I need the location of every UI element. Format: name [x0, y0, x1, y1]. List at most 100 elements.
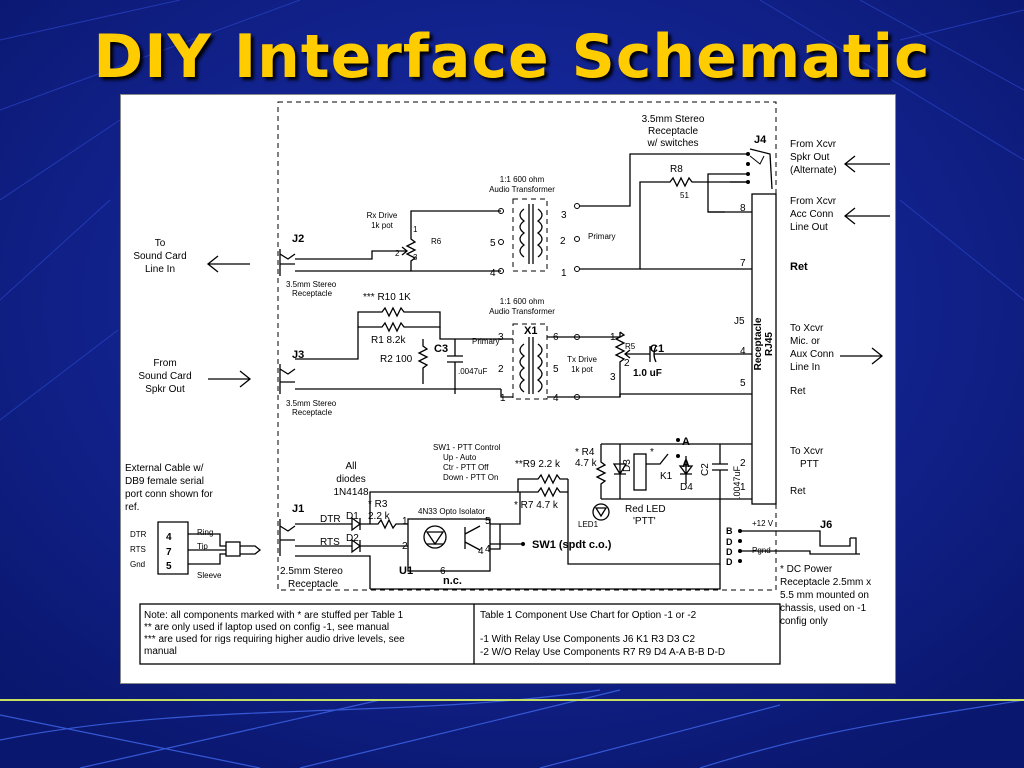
svg-text:6: 6	[440, 566, 446, 577]
svg-text:From Xcvr: From Xcvr	[790, 139, 837, 150]
svg-text:7: 7	[166, 547, 172, 558]
svg-text:2: 2	[395, 249, 400, 258]
svg-text:Receptacle: Receptacle	[288, 579, 338, 590]
svg-text:Rx Drive: Rx Drive	[367, 211, 398, 220]
svg-text:4: 4	[740, 346, 746, 357]
svg-text:w/ switches: w/ switches	[646, 138, 698, 149]
svg-text:*: *	[650, 447, 654, 458]
svg-text:D3: D3	[622, 459, 633, 472]
svg-text:1:1 600 ohm: 1:1 600 ohm	[500, 175, 545, 184]
svg-text:+12 V: +12 V	[752, 519, 774, 528]
resistor-r8: R8 51	[655, 164, 748, 200]
all-diodes-note: All diodes 1N4148	[333, 461, 368, 498]
resistor-r3: * R3 2.2 k	[368, 499, 408, 530]
svg-text:Receptacle: Receptacle	[292, 289, 333, 298]
svg-text:4N33 Opto Isolator: 4N33 Opto Isolator	[418, 507, 485, 516]
j6-dc-jack: J6 +12 V Pgnd	[740, 519, 860, 555]
svg-text:Ring: Ring	[197, 528, 213, 537]
resistor-r4: * R4 4.7 k	[575, 444, 607, 499]
svg-text:J5: J5	[734, 316, 745, 327]
svg-text:4: 4	[485, 544, 491, 555]
j3-jack: J3 3.5mm Stereo Receptacle	[279, 349, 337, 417]
svg-text:SW1 - PTT Control: SW1 - PTT Control	[433, 443, 501, 452]
resistor-r1: R1 8.2k	[368, 321, 420, 346]
svg-text:4.7 k: 4.7 k	[575, 458, 598, 469]
svg-text:Spkr Out: Spkr Out	[790, 152, 830, 163]
svg-text:* R7 4.7 k: * R7 4.7 k	[514, 500, 559, 511]
svg-text:RTS: RTS	[320, 537, 340, 548]
svg-text:Line In: Line In	[790, 362, 820, 373]
capacitor-c2: C2 .0047uF	[700, 444, 742, 504]
svg-text:Line In: Line In	[145, 264, 175, 275]
svg-text:1: 1	[402, 516, 408, 527]
svg-text:D: D	[726, 537, 733, 547]
svg-text:Receptacle: Receptacle	[648, 126, 698, 137]
transformer-top: 1:1 600 ohm Audio Transformer 3 5 2 4 1 …	[489, 175, 615, 279]
j1-jack: J1 2.5mm Stereo Receptacle	[279, 503, 343, 590]
rj45-j5: RJ45 Receptacle J5	[734, 193, 777, 505]
svg-text:RTS: RTS	[130, 545, 146, 554]
svg-text:-2 W/O Relay Use Components: -2 W/O Relay Use Components R7 R9 D4 A-A…	[480, 647, 725, 658]
svg-text:Ret: Ret	[790, 386, 806, 397]
svg-text:1: 1	[561, 268, 567, 279]
svg-text:Up - Auto: Up - Auto	[443, 453, 477, 462]
svg-text:** are only used if laptop use: ** are only used if laptop used on confi…	[144, 622, 389, 633]
svg-text:* R4: * R4	[575, 447, 595, 458]
svg-text:2.2 k: 2.2 k	[368, 511, 391, 522]
svg-text:2.5mm Stereo: 2.5mm Stereo	[280, 566, 343, 577]
svg-text:2: 2	[740, 458, 746, 469]
svg-text:All: All	[345, 461, 356, 472]
svg-text:A: A	[682, 436, 690, 448]
j4-jack: 3.5mm Stereo Receptacle w/ switches J4	[642, 114, 773, 190]
resistor-r2: R2 100	[380, 339, 429, 384]
relay-k1: K1 *	[633, 447, 673, 491]
svg-text:D: D	[726, 557, 733, 567]
svg-text:J1: J1	[292, 503, 304, 515]
db9-connector: 4 7 5 DTR RTS Gnd	[130, 521, 189, 575]
svg-text:(Alternate): (Alternate)	[790, 165, 837, 176]
led1: LED1 Red LED 'PTT'	[578, 503, 666, 529]
svg-text:PTT: PTT	[800, 459, 819, 470]
resistor-r10: *** R10 1K	[363, 292, 420, 318]
svg-text:Ctr - PTT Off: Ctr - PTT Off	[443, 463, 489, 472]
svg-text:Note: all components marked wi: Note: all components marked with * are s…	[144, 610, 404, 621]
svg-text:Acc Conn: Acc Conn	[790, 209, 833, 220]
svg-text:.0047uF: .0047uF	[458, 367, 487, 376]
svg-text:R8: R8	[670, 164, 683, 175]
svg-text:Spkr Out: Spkr Out	[145, 384, 185, 395]
svg-text:K1: K1	[660, 471, 673, 482]
tx-drive-pot: Tx Drive 1k pot R5 1 2 3	[567, 331, 638, 384]
svg-text:Red LED: Red LED	[625, 504, 666, 515]
svg-text:To Xcvr: To Xcvr	[790, 323, 824, 334]
svg-text:From Xcvr: From Xcvr	[790, 196, 837, 207]
svg-text:X1: X1	[524, 325, 537, 337]
svg-text:DTR: DTR	[320, 514, 341, 525]
svg-text:Mic. or: Mic. or	[790, 336, 821, 347]
svg-text:J3: J3	[292, 349, 304, 361]
svg-text:Tip: Tip	[197, 542, 208, 551]
svg-text:Tx Drive: Tx Drive	[567, 355, 597, 364]
svg-text:Sleeve: Sleeve	[197, 571, 222, 580]
svg-text:J4: J4	[754, 134, 767, 146]
svg-text:To Xcvr: To Xcvr	[790, 446, 824, 457]
svg-text:1:1 600 ohm: 1:1 600 ohm	[500, 297, 545, 306]
diode-d1: D1	[346, 511, 370, 532]
svg-text:manual: manual	[144, 646, 177, 657]
svg-text:U1: U1	[399, 565, 413, 577]
svg-text:**R9 2.2 k: **R9 2.2 k	[515, 459, 561, 470]
svg-text:C3: C3	[434, 343, 448, 355]
svg-text:Aux Conn: Aux Conn	[790, 349, 834, 360]
svg-text:'PTT': 'PTT'	[633, 516, 656, 527]
svg-text:* R3: * R3	[368, 499, 388, 510]
switch-sw1: SW1 (spdt c.o.)	[490, 539, 612, 551]
svg-text:1.0 uF: 1.0 uF	[633, 368, 662, 379]
svg-text:Audio Transformer: Audio Transformer	[489, 307, 555, 316]
svg-text:External Cable w/: External Cable w/	[125, 463, 204, 474]
svg-text:3: 3	[413, 253, 418, 262]
from-xcvr-spkr-label: From Xcvr Spkr Out (Alternate)	[790, 139, 890, 176]
svg-text:8: 8	[740, 203, 746, 214]
svg-text:1: 1	[610, 332, 616, 343]
svg-text:diodes: diodes	[336, 474, 365, 485]
svg-text:C2: C2	[700, 463, 711, 476]
svg-text:n.c.: n.c.	[443, 575, 462, 587]
